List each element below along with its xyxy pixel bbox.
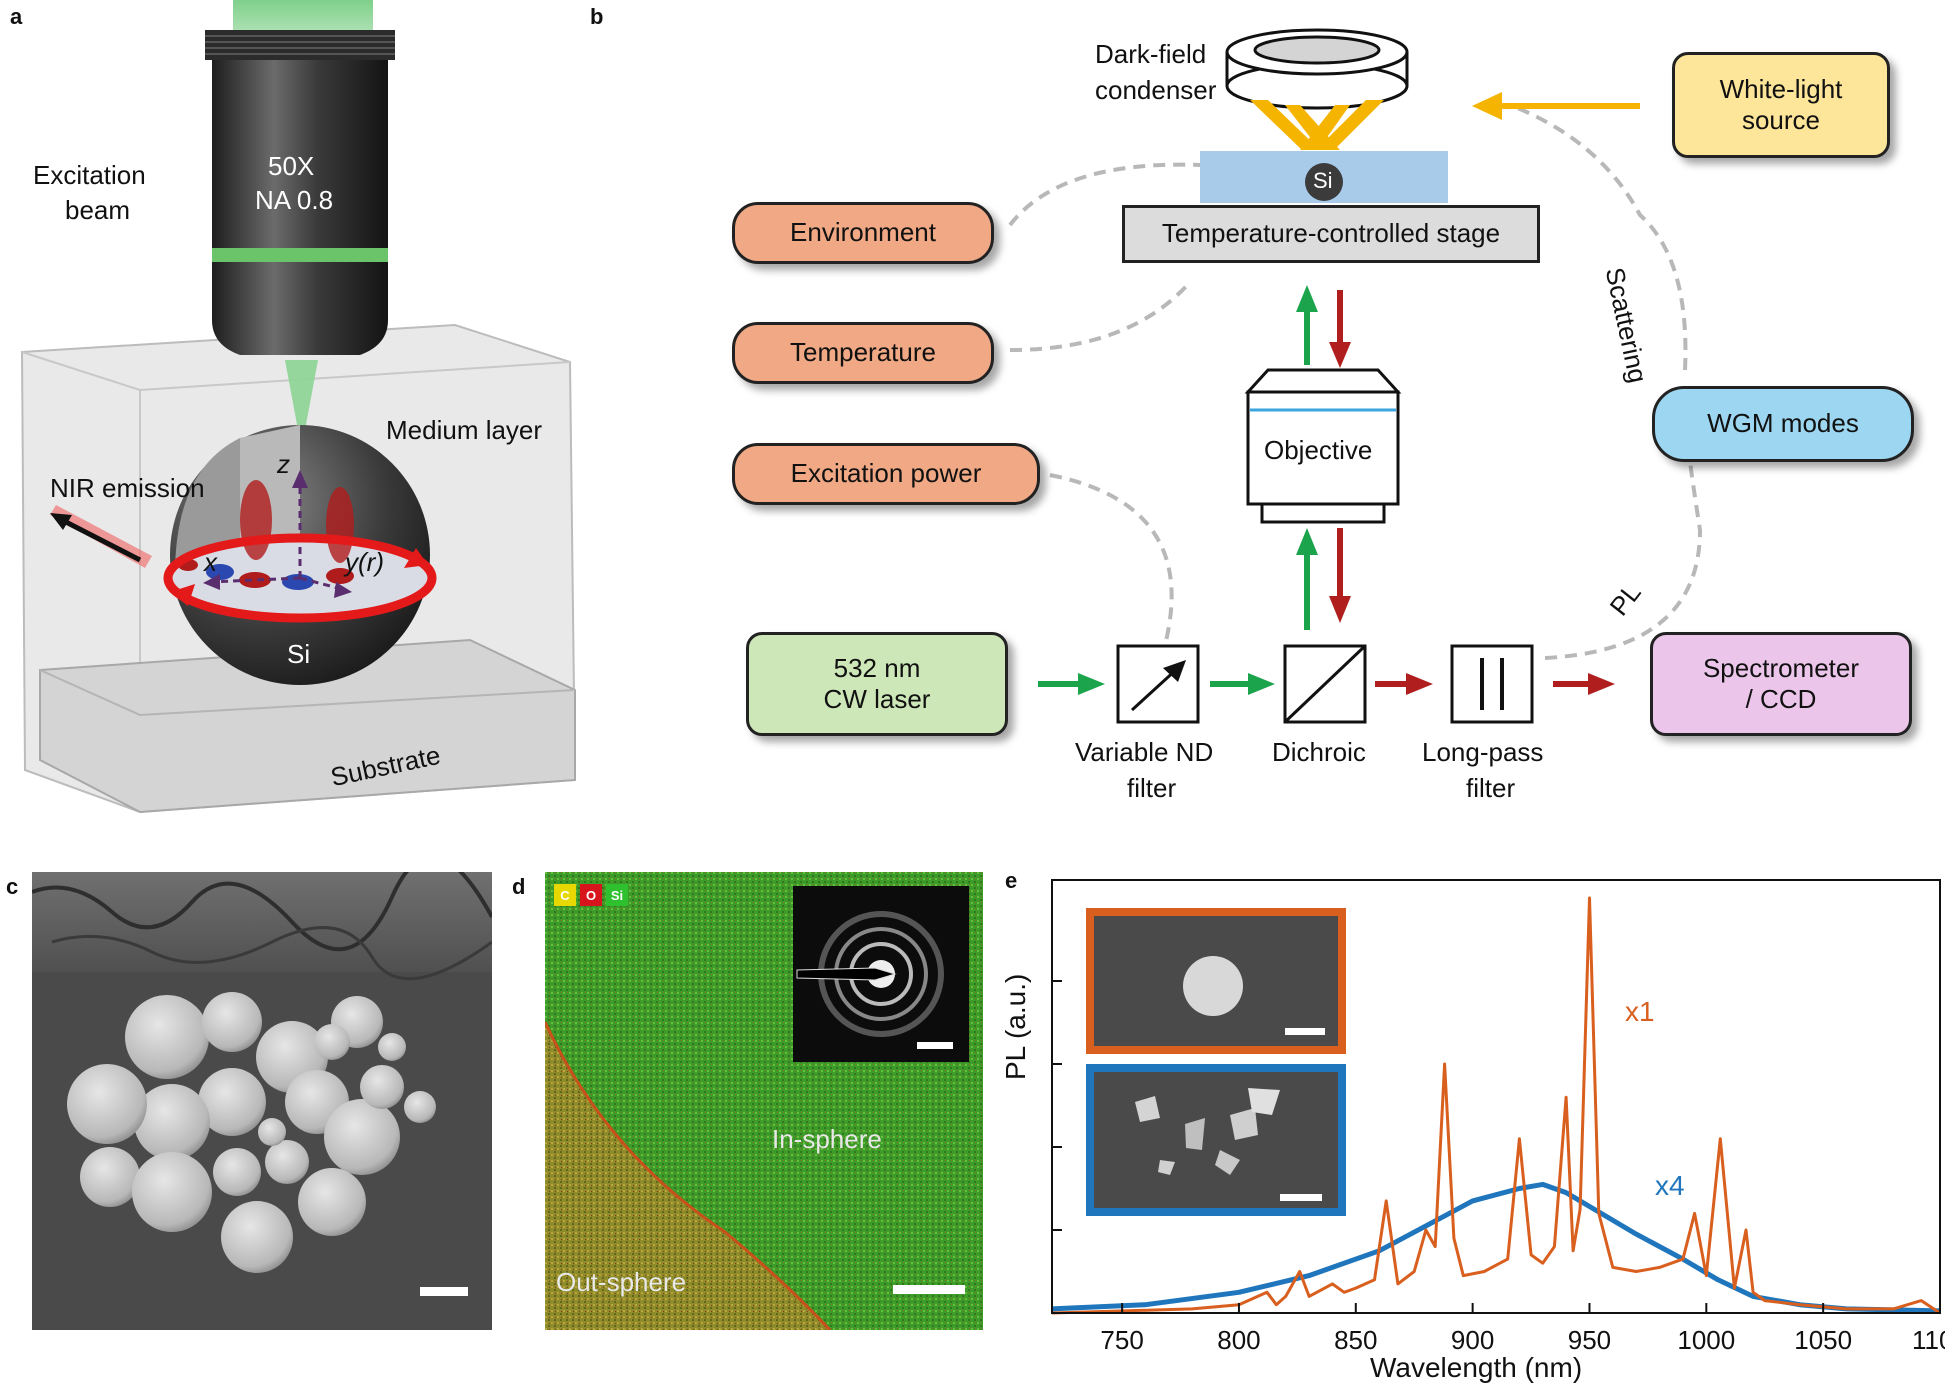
longpass-label-1: Long-pass: [1422, 737, 1544, 767]
axis-x-label: x: [204, 547, 217, 577]
panel-c-letter: c: [6, 874, 19, 899]
x-tick-label-900: 900: [1451, 1325, 1494, 1355]
legend-chip-o: O: [580, 884, 602, 906]
y-axis-label: PL (a.u.): [1000, 973, 1031, 1080]
longpass-label-2: filter: [1466, 773, 1516, 803]
white-light-label-1: White-light: [1719, 73, 1843, 104]
condenser-label-1: Dark-field: [1095, 39, 1207, 69]
dichroic-label: Dichroic: [1272, 737, 1366, 767]
panel-a-illustration: [20, 0, 577, 814]
vertical-beam-arrows: [1296, 285, 1351, 630]
out-sphere-label: Out-sphere: [556, 1267, 687, 1297]
nd-filter-label-2: filter: [1127, 773, 1177, 803]
scale-bar-d-inset: [917, 1042, 953, 1049]
x-tick-label-1000: 1000: [1677, 1325, 1735, 1355]
series-line-x1: [1051, 896, 1941, 1315]
axis-y-label: y(r): [345, 547, 384, 577]
x-tick-label-850: 850: [1334, 1325, 1377, 1355]
legend-chip-c: C: [554, 884, 576, 906]
wgm-modes-pill: WGM modes: [1652, 386, 1914, 462]
x-tick-label-950: 950: [1568, 1325, 1611, 1355]
panel-e-letter: e: [1005, 868, 1018, 893]
cw-laser-box: 532 nm CW laser: [746, 632, 1008, 736]
scale-bar-d: [893, 1285, 965, 1294]
environment-pill: Environment: [732, 202, 994, 264]
temperature-pill: Temperature: [732, 322, 994, 384]
objective-lens: [205, 30, 395, 355]
wgm-ring: [163, 533, 437, 623]
condenser-label-2: condenser: [1095, 75, 1217, 105]
x-axis-label: Wavelength (nm): [1370, 1352, 1583, 1383]
in-sphere-label: In-sphere: [772, 1124, 882, 1154]
darkfield-condenser: [1225, 28, 1409, 150]
stage-si-label: Si: [1313, 168, 1333, 193]
white-light-label-2: source: [1741, 105, 1821, 135]
nd-filter-icon: [1116, 644, 1200, 724]
scale-bar-c: [420, 1287, 468, 1296]
panel-a-letter: a: [10, 4, 23, 29]
nir-emission-label: NIR emission: [50, 473, 205, 503]
panel-d-letter: d: [512, 874, 526, 899]
series-x1-label: x1: [1625, 996, 1655, 1027]
substrate-slab: [39, 638, 576, 814]
horizontal-beam-arrows: [1038, 673, 1615, 695]
excitation-power-pill: Excitation power: [732, 443, 1040, 505]
panel-b-connectors: [1008, 28, 1703, 724]
longpass-icon: [1450, 644, 1534, 724]
x-tick-label-1100: 1100: [1912, 1325, 1945, 1355]
objective-component: [1244, 368, 1402, 524]
sem-image: [32, 872, 492, 1330]
plot-frame: [1051, 879, 1941, 1314]
excitation-beam-label-2: beam: [65, 195, 131, 225]
pl-spectrum-chart: 750 800 850 900 950 1000 1050 1100: [1051, 879, 1945, 1355]
axis-z-label: z: [277, 449, 290, 479]
series-x4-label: x4: [1655, 1170, 1685, 1201]
objective-label: Objective: [1264, 435, 1373, 465]
white-light-source: White-light source: [1672, 52, 1890, 158]
sem-inset-flakes: [1086, 1064, 1346, 1216]
panel-b-letter: b: [590, 4, 604, 29]
legend-chip-si: Si: [606, 884, 628, 906]
laser-label-2: CW laser: [823, 684, 931, 714]
x-tick-label-750: 750: [1100, 1325, 1143, 1355]
x-tick-label-1050: 1050: [1794, 1325, 1852, 1355]
objective-na-label: NA 0.8: [255, 185, 334, 215]
sphere-si-label: Si: [287, 639, 311, 669]
objective-mag-label: 50X: [268, 151, 315, 181]
nd-filter-label-1: Variable ND: [1075, 737, 1214, 767]
laser-label-1: 532 nm: [833, 652, 921, 683]
spectrometer-label-1: Spectrometer: [1702, 652, 1860, 683]
x-tick-label-800: 800: [1217, 1325, 1260, 1355]
spectrometer-label-2: / CCD: [1745, 684, 1817, 714]
excitation-beam-label-1: Excitation: [33, 160, 146, 190]
temperature-stage: Temperature-controlled stage: [1122, 205, 1540, 263]
spectrometer-box: Spectrometer / CCD: [1650, 632, 1912, 736]
medium-layer-label: Medium layer: [386, 415, 543, 445]
eds-map: [545, 872, 983, 1330]
